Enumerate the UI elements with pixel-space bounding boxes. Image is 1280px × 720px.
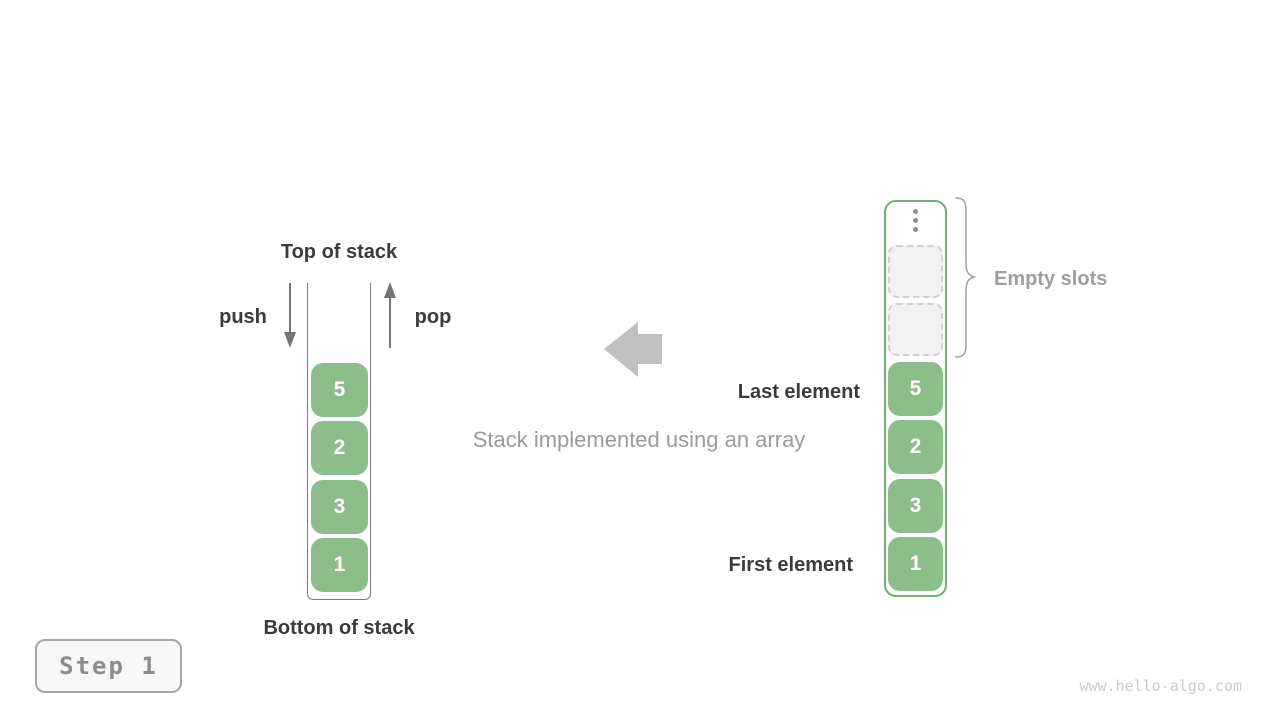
stack-container — [307, 283, 371, 600]
empty-slot — [888, 303, 943, 356]
first-element-label: First element — [728, 554, 853, 576]
step-badge-label: Step 1 — [59, 652, 158, 680]
array-container — [884, 200, 947, 597]
push-arrow-down-icon — [284, 283, 296, 348]
push-label: push — [219, 306, 267, 328]
bottom-of-stack-label: Bottom of stack — [263, 617, 415, 639]
vertical-ellipsis-icon — [913, 209, 918, 232]
stack-element: 3 — [311, 480, 368, 534]
stack-element: 1 — [311, 538, 368, 592]
array-element: 1 — [888, 537, 943, 591]
last-element-label: Last element — [737, 381, 860, 403]
caption-text: Stack implemented using an array — [472, 427, 806, 452]
array-element: 5 — [888, 362, 943, 416]
curly-brace-right-icon — [955, 197, 977, 358]
array-element: 3 — [888, 479, 943, 533]
arrow-left-icon — [604, 322, 662, 377]
stack-element: 2 — [311, 421, 368, 475]
top-of-stack-label: Top of stack — [280, 241, 398, 263]
empty-slot — [888, 245, 943, 298]
empty-slots-label: Empty slots — [994, 268, 1108, 290]
watermark: www.hello-algo.com — [1079, 677, 1242, 695]
stack-element: 5 — [311, 363, 368, 417]
array-element: 2 — [888, 420, 943, 474]
pop-arrow-up-icon — [384, 282, 396, 348]
pop-label: pop — [414, 306, 452, 328]
step-badge: Step 1 — [35, 639, 182, 693]
